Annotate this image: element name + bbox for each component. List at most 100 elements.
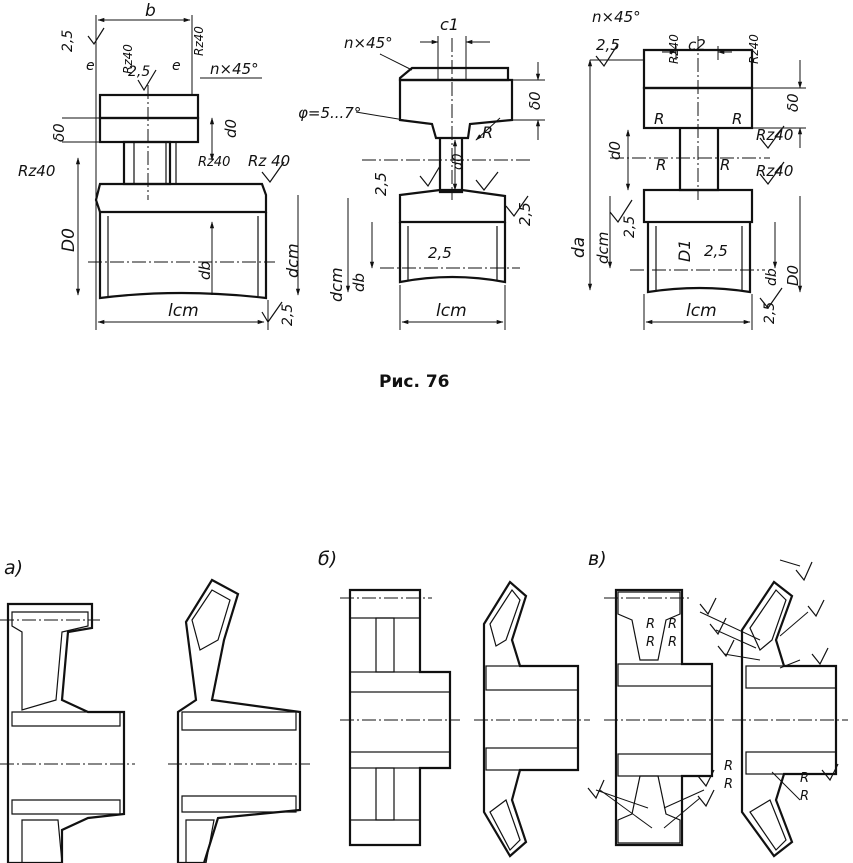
panel-a-gear1-hub-top (11, 711, 121, 727)
panel-b-gear2-rim-bot (489, 799, 521, 852)
fig2-rough-mark2 (475, 171, 499, 191)
fig2-label-dst: dcm (327, 267, 346, 302)
panel-a-label: а) (4, 557, 23, 579)
panel-v-R3: R (668, 617, 677, 632)
fig1-label-b: b (145, 1, 156, 21)
panel-v-gear2-hub-bot (745, 751, 837, 775)
fig2-rough-mark3 (505, 195, 529, 218)
panel-v-R5: R (724, 759, 733, 774)
fig2-rim-hatch (398, 78, 514, 140)
fig1-label-rz-mid: Rz40 (198, 155, 230, 170)
fig3-label-D0: D0 (784, 265, 802, 286)
panel-v-rough-mark10 (821, 763, 839, 782)
fig1-label-delta: δ0 (50, 123, 68, 142)
fig2-label-c1: c1 (440, 15, 459, 34)
panel-v-gear1-rim-bot (617, 775, 681, 844)
fig1-disc-left (123, 141, 135, 185)
panel-v-gear2-outline (740, 580, 838, 858)
panel-b-gear2-rim-top (489, 588, 521, 647)
fig2-cast-wheel: n×45° c1 φ=5...7° δ0 R d0 2,5 2,5 2,5 dc… (298, 15, 545, 330)
fig1-label-e: e (86, 58, 95, 74)
fig1-label-rough-bottom: 2,5 (280, 304, 296, 326)
panel-a-gear1-hub-bot (11, 799, 121, 815)
figure-caption: Рис. 76 (379, 372, 449, 392)
panel-v-leader2 (599, 789, 653, 829)
fig3-label-chamfer: n×45° (592, 8, 641, 26)
fig1-rough-mark-mid (137, 69, 157, 92)
fig2-label-delta: δ0 (526, 91, 544, 110)
fig1-label-db: db (196, 261, 214, 280)
panel-v-gear1-hub-bot (617, 753, 713, 777)
fig1-label-e2: e (172, 58, 181, 74)
fig3-label-da: da (569, 237, 589, 258)
fig3-label-c2: c2 (688, 36, 706, 54)
panel-b-label: б) (318, 548, 337, 570)
panel-a-gear2-outline (176, 578, 302, 863)
fig2-rim-top (398, 66, 510, 82)
fig1-forged-wheel: b 2,5 Rz40 e 2,5 e Rz40 n×45° δ0 Rz40 d0… (18, 1, 302, 330)
panel-a-gear2-hub-top (181, 711, 297, 731)
fig2-label-db: db (350, 273, 368, 292)
fig3-label-rz3: Rz40 (756, 126, 793, 144)
fig2-label-rough-left: 2,5 (372, 172, 390, 196)
panel-v-leader10 (779, 559, 801, 567)
fig3-label-R3: R (656, 156, 666, 174)
fig1-rough-mark-top (87, 27, 105, 46)
panel-v-leader3 (663, 789, 705, 809)
fig2-label-d0: d0 (451, 153, 466, 170)
panel-v-R2: R (646, 635, 655, 650)
fig3-label-R4: R (720, 156, 730, 174)
fig1-label-rough-mid: 2,5 (128, 64, 150, 80)
panel-a-gear1-rim-bot (21, 819, 63, 863)
panel-v-gear2-rim-bot (749, 799, 787, 851)
fig3-web (678, 128, 720, 192)
fig2-label-rough-right: 2,5 (516, 202, 534, 226)
panel-v-leader6 (715, 629, 757, 649)
fig2-R-leader (475, 117, 501, 141)
panel-v-rough-mark1 (587, 779, 605, 800)
panel-v-gear1-rim-top (617, 591, 681, 661)
panel-v-gear1-hub-top (617, 663, 713, 687)
fig1-label-D0: D0 (59, 228, 79, 252)
panel-v-R8: R (800, 789, 809, 804)
fig3-label-rz1: Rz40 (667, 34, 681, 64)
panel-a-gear2-rim (191, 589, 231, 651)
fig3-rough-mark-rz3 (759, 125, 785, 149)
panel-b-gear1-web-top (375, 617, 395, 673)
fig2-label-rough-bore: 2,5 (428, 244, 452, 262)
panel-b-gear1-web-bot (375, 767, 395, 821)
fig1-label-d0: d0 (222, 119, 240, 138)
panel-b-gear1-hub-top (349, 671, 451, 693)
panel-v-leader11 (771, 771, 801, 801)
fig3-rough-mark-left (609, 199, 633, 224)
fig1-label-rough-top: 2,5 (60, 30, 76, 52)
fig2-web (438, 138, 464, 194)
panel-v-rough-mark5 (709, 617, 727, 636)
panel-v-leader8 (779, 611, 809, 637)
fig1-label-rz-top2: Rz40 (192, 26, 206, 56)
fig1-label-chamfer: n×45° (210, 60, 259, 78)
panel-v-rough-mark9 (811, 647, 829, 666)
fig3-label-d0: d0 (606, 141, 624, 160)
fig1-rim-hatch (98, 116, 200, 144)
fig3-label-rz4: Rz40 (756, 162, 793, 180)
panel-b-gear1-rim-bot (349, 819, 421, 846)
fig1-label-rz-top1: Rz40 (121, 44, 135, 74)
fig3-rough-mark-bottom (759, 287, 783, 310)
panel-v: в) R R (587, 548, 848, 858)
panel-v-rough-mark7 (795, 561, 813, 582)
panel-b-gear2-hub-bot (485, 747, 579, 771)
fig3-label-rz2: Rz40 (747, 34, 761, 64)
panel-v-rough-mark4 (699, 597, 717, 616)
panel-v-rough-mark3 (697, 789, 715, 808)
fig2-label-R: R (482, 123, 493, 142)
fig2-label-chamfer: n×45° (344, 34, 393, 52)
panel-v-leader7 (723, 653, 761, 661)
panel-a: а) (0, 557, 310, 863)
fig2-bore (398, 222, 507, 284)
fig3-rough-mark-rz4 (759, 161, 785, 185)
fig2-angle-leader (355, 111, 429, 125)
panel-v-gear2-rim-top (749, 589, 787, 651)
panel-b-gear1-rim-top (349, 589, 421, 619)
